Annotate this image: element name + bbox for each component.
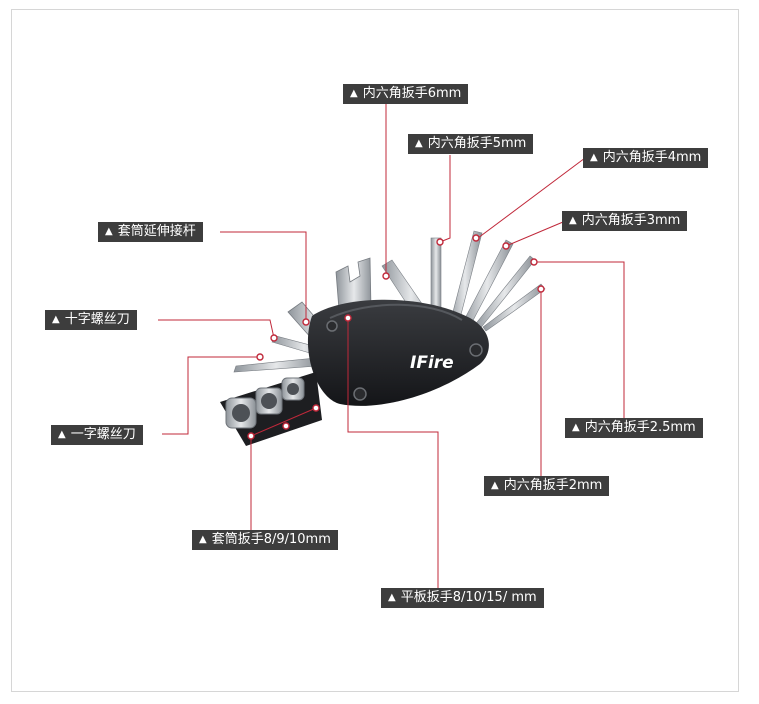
dot-socket-ext: [302, 318, 310, 326]
label-hex-5mm: ▲ 内六角扳手5mm: [408, 134, 534, 154]
triangle-icon: ▲: [199, 534, 207, 545]
dot-hex2: [537, 285, 545, 293]
triangle-icon: ▲: [569, 215, 577, 226]
socket-set: [220, 372, 322, 446]
label-hex-6mm: ▲ 内六角扳手6mm: [343, 84, 469, 104]
label-text: 内六角扳手2.5mm: [584, 420, 696, 435]
label-flat-screwdriver: ▲ 一字螺丝刀: [51, 425, 143, 445]
label-text: 内六角扳手6mm: [362, 86, 462, 101]
dot-hex6: [382, 272, 390, 280]
dot-socket-a: [247, 432, 255, 440]
label-hex-2.5mm: ▲ 内六角扳手2.5mm: [565, 418, 703, 438]
triangle-icon: ▲: [590, 152, 598, 163]
triangle-icon: ▲: [388, 592, 396, 603]
label-text: 平板扳手8/10/15/ mm: [400, 590, 537, 605]
leader-hex2: [485, 289, 542, 487]
dot-socket-c: [312, 404, 320, 412]
leader-plate: [347, 318, 439, 588]
triangle-icon: ▲: [105, 226, 113, 237]
leader-flat: [162, 356, 260, 435]
tool-body: IFire: [307, 299, 489, 406]
dot-hex25: [530, 258, 538, 266]
brand-logo: IFire: [410, 353, 454, 373]
leader-hex3: [505, 221, 564, 247]
dot-phillips: [270, 334, 278, 342]
leader-hex25: [536, 261, 625, 429]
label-hex-3mm: ▲ 内六角扳手3mm: [562, 211, 688, 231]
triangle-icon: ▲: [491, 480, 499, 491]
leader-socket-ext: [220, 231, 307, 322]
dot-hex5: [436, 238, 444, 246]
triangle-icon: ▲: [415, 138, 423, 149]
label-text: 一字螺丝刀: [70, 427, 136, 442]
label-socket-extension: ▲ 套筒延伸接杆: [98, 222, 203, 242]
label-socket-wrench: ▲ 套筒扳手8/9/10mm: [192, 530, 338, 550]
label-text: 内六角扳手4mm: [602, 150, 702, 165]
label-hex-4mm: ▲ 内六角扳手4mm: [583, 148, 709, 168]
leader-phillips: [158, 319, 275, 339]
label-phillips-screwdriver: ▲ 十字螺丝刀: [45, 310, 137, 330]
triangle-icon: ▲: [350, 88, 358, 99]
dot-socket-b: [282, 422, 290, 430]
label-text: 套筒延伸接杆: [117, 224, 196, 239]
dot-hex3: [502, 242, 510, 250]
dot-plate: [344, 314, 352, 322]
leader-hex4: [477, 157, 586, 239]
label-text: 套筒扳手8/9/10mm: [211, 532, 331, 547]
label-text: 内六角扳手2mm: [503, 478, 603, 493]
dot-hex4: [472, 234, 480, 242]
label-text: 十字螺丝刀: [64, 312, 130, 327]
label-plate-wrench: ▲ 平板扳手8/10/15/ mm: [381, 588, 544, 608]
triangle-icon: ▲: [58, 429, 66, 440]
label-hex-2mm: ▲ 内六角扳手2mm: [484, 476, 610, 496]
triangle-icon: ▲: [52, 314, 60, 325]
label-text: 内六角扳手5mm: [427, 136, 527, 151]
flat-screwdriver: [233, 357, 319, 373]
leader-dots: [247, 234, 545, 440]
leader-hex5: [439, 155, 451, 243]
triangle-icon: ▲: [572, 422, 580, 433]
dot-flat: [256, 353, 264, 361]
label-text: 内六角扳手3mm: [581, 213, 681, 228]
